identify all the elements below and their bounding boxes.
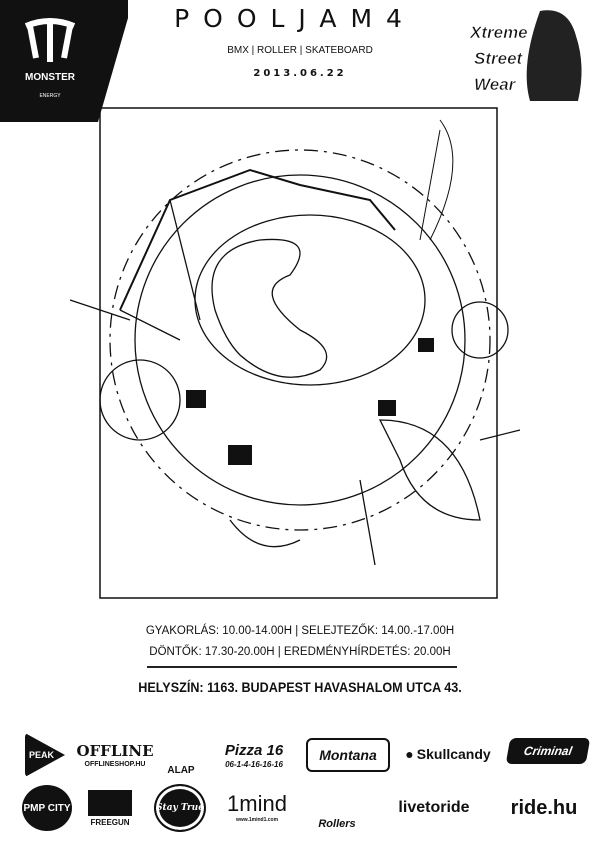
sponsor-1mind: 1mind www.1mind1.com — [220, 784, 294, 832]
event-disciplines: BMX | ROLLER | SKATEBOARD — [227, 45, 373, 56]
pizza-phone: 06-1-4-16-16-16 — [225, 760, 283, 769]
sponsor-pmp-city: PMP CITY — [22, 785, 72, 831]
divider — [147, 666, 457, 668]
xtreme-street-wear-logo: Xtreme Street Wear — [469, 10, 582, 102]
svg-text:MONSTER: MONSTER — [25, 72, 76, 83]
sponsor-stay-true: Stay True — [154, 784, 206, 832]
sponsor-ride-hu: ride.hu — [510, 797, 578, 819]
offline-url: OFFLINESHOP.HU — [84, 761, 146, 768]
event-date: 2013.06.22 — [253, 68, 347, 79]
skatepark-illustration — [69, 107, 521, 599]
sponsor-pizza16: Pizza 16 06-1-4-16-16-16 — [212, 736, 296, 776]
sponsor-freegun: FREEGUN — [82, 788, 138, 828]
sponsor-skullcandy: ●Skullcandy — [396, 742, 500, 766]
sponsor-peak: PEAK — [25, 733, 65, 777]
event-title: POOLJAM4 — [174, 4, 416, 33]
sponsor-criminal: Criminal — [505, 738, 591, 764]
sponsor-alap: ALAP — [167, 765, 195, 776]
skull-icon: ● — [405, 746, 414, 762]
schedule-line-1: GYAKORLÁS: 10.00-14.00H | SELEJTEZŐK: 14… — [145, 625, 455, 637]
svg-text:Wear: Wear — [474, 75, 517, 94]
sponsor-livetoride: livetoride — [398, 799, 470, 816]
sponsor-rollers: Rollers — [318, 818, 356, 830]
svg-text:Xtreme: Xtreme — [469, 23, 528, 42]
freegun-mark — [88, 789, 132, 816]
svg-text:ENERGY: ENERGY — [39, 93, 61, 99]
offline-name: OFFLINE — [76, 742, 154, 760]
skullcandy-name: Skullcandy — [416, 746, 491, 762]
schedule-line-2: DÖNTŐK: 17.30-20.00H | EREDMÉNYHÍRDETÉS:… — [149, 646, 451, 658]
1mind-url: www.1mind1.com — [235, 817, 279, 823]
sponsor-offline: OFFLINE OFFLINESHOP.HU — [74, 740, 156, 772]
venue-address: HELYSZÍN: 1163. BUDAPEST HAVASHALOM UTCA… — [138, 679, 462, 695]
svg-text:Street: Street — [474, 49, 524, 68]
monster-energy-logo: MONSTER ENERGY — [0, 0, 128, 122]
1mind-name: 1mind — [227, 791, 287, 816]
pizza-name: Pizza 16 — [224, 742, 284, 759]
freegun-name: FREEGUN — [90, 817, 130, 827]
sponsor-montana: Montana — [306, 738, 390, 772]
